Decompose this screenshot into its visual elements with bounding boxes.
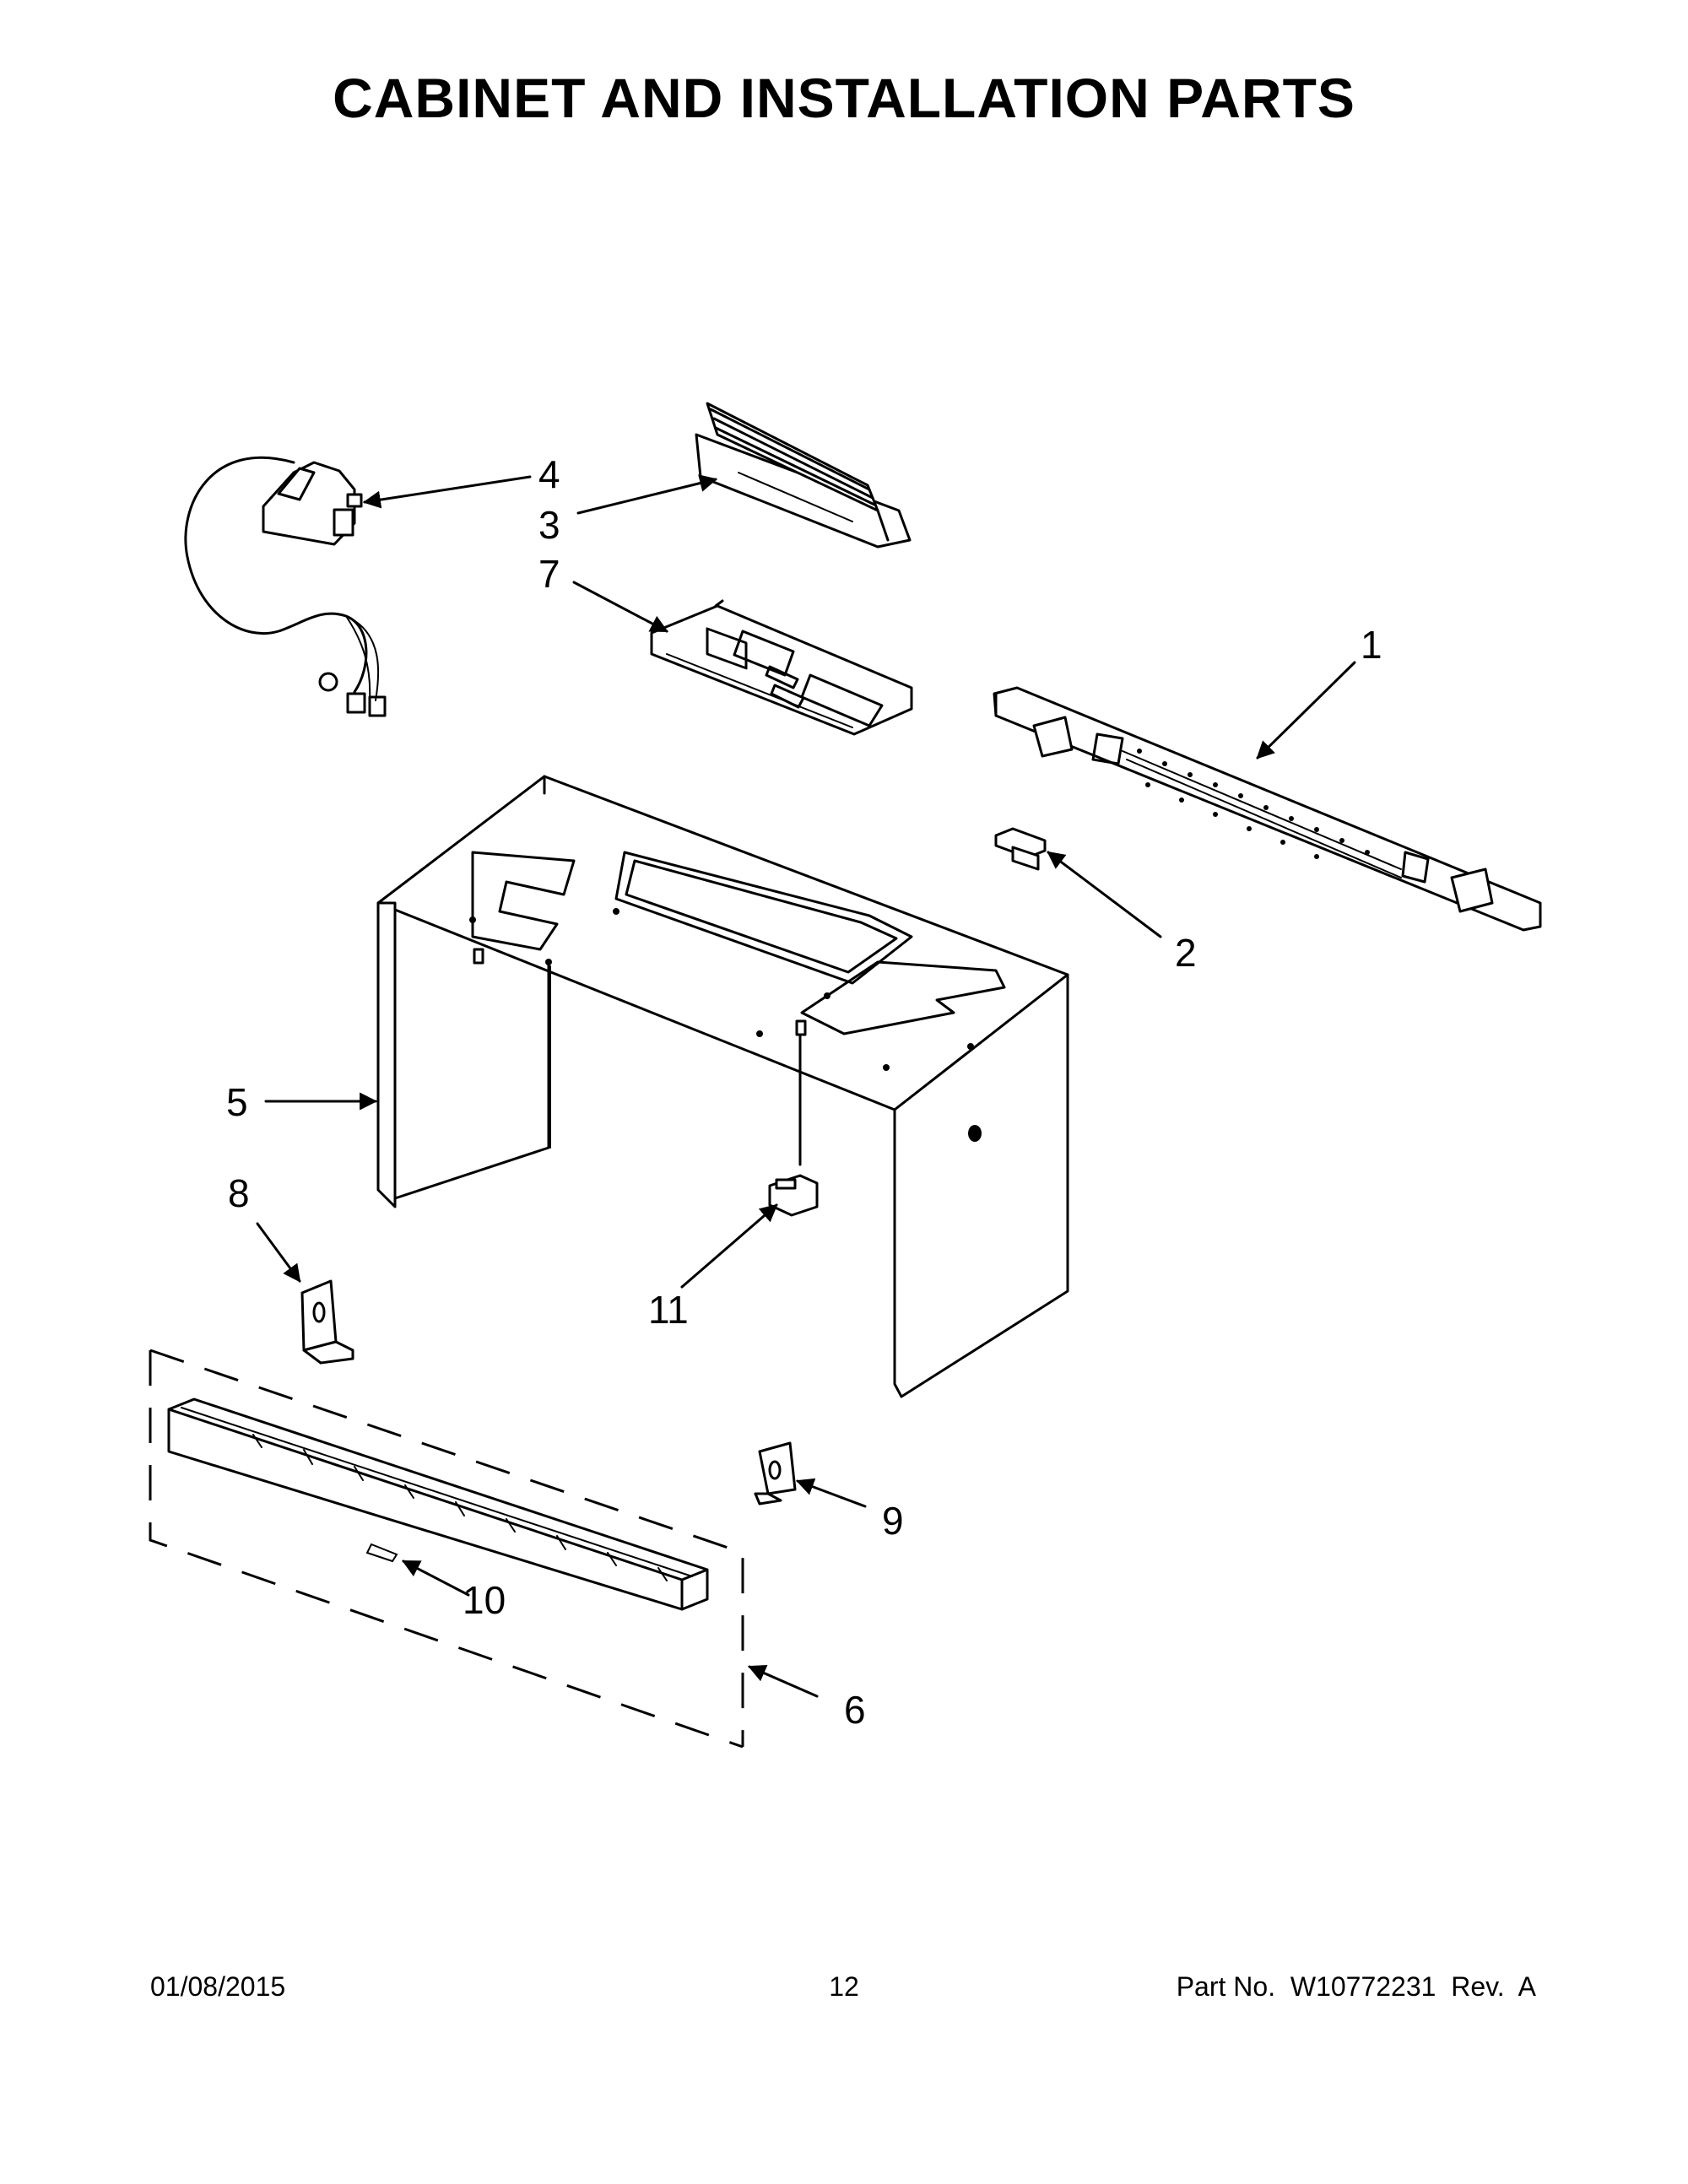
wall-mounting-plate-part bbox=[993, 686, 1542, 932]
callout-10: 10 bbox=[463, 1578, 506, 1622]
footer-page-number: 12 bbox=[829, 1971, 859, 2002]
cabinet-wrapper-part bbox=[376, 775, 1069, 1398]
small-bracket-part bbox=[994, 827, 1047, 871]
grille-assembly-group bbox=[149, 1349, 744, 1749]
callout-7: 7 bbox=[538, 552, 560, 596]
callout-9: 9 bbox=[882, 1499, 904, 1543]
callout-arrows bbox=[256, 474, 1356, 1698]
footer-part-number: Part No. W10772231 Rev. A bbox=[1176, 1971, 1536, 2002]
footer-date: 01/08/2015 bbox=[150, 1971, 286, 2002]
vent-grille-part bbox=[167, 1397, 709, 1611]
callout-6: 6 bbox=[844, 1688, 866, 1732]
left-mounting-bracket-part bbox=[300, 1279, 354, 1365]
power-cord-part bbox=[184, 456, 387, 717]
callout-5: 5 bbox=[226, 1080, 248, 1124]
vent-damper-part bbox=[695, 402, 912, 549]
callout-1: 1 bbox=[1361, 623, 1382, 667]
callout-2: 2 bbox=[1175, 931, 1197, 975]
right-mounting-bracket-part bbox=[754, 1441, 797, 1506]
callout-8: 8 bbox=[228, 1171, 250, 1215]
mounting-plate-part bbox=[650, 599, 913, 736]
callout-11: 11 bbox=[648, 1288, 689, 1332]
page-title: CABINET AND INSTALLATION PARTS bbox=[333, 67, 1355, 129]
thermal-switch-part bbox=[768, 1174, 819, 1217]
callout-3: 3 bbox=[538, 503, 560, 547]
callout-4: 4 bbox=[538, 452, 560, 496]
